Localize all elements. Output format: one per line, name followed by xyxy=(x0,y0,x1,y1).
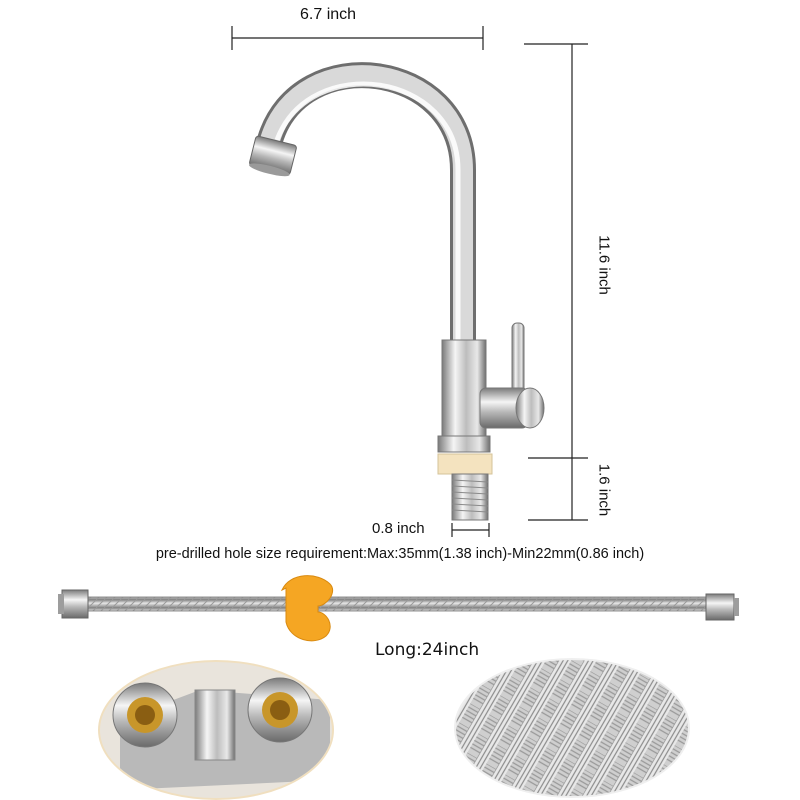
width-dimension-line xyxy=(231,26,484,50)
fitting-detail-image xyxy=(98,660,334,800)
faucet-icon xyxy=(248,62,545,521)
thread-dimension-line xyxy=(451,523,490,537)
hole-requirement-text: pre-drilled hole size requirement:Max:35… xyxy=(155,546,645,562)
width-dimension-label: 6.7 inch xyxy=(300,6,357,23)
thread-dimension-label: 0.8 inch xyxy=(372,520,425,537)
base-dimension-line xyxy=(528,458,588,521)
braid-detail-image xyxy=(454,658,690,798)
height-dimension-label: 11.6 inch xyxy=(595,235,613,295)
height-dimension-line xyxy=(524,43,588,459)
hose-length-label: Long:24inch xyxy=(375,640,480,660)
base-dimension-label: 1.6 inch xyxy=(595,463,613,517)
hose-icon xyxy=(58,575,739,642)
